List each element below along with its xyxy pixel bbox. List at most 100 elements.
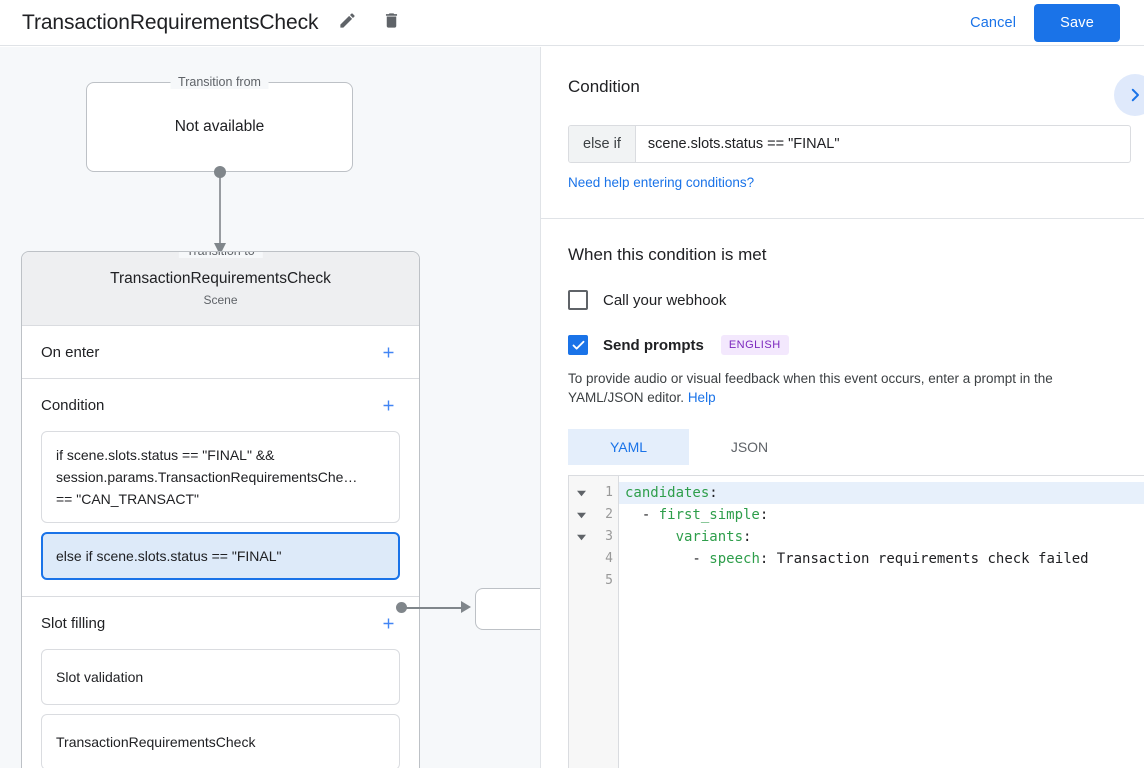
code-line: candidates: bbox=[619, 482, 1144, 504]
yaml-editor[interactable]: 1 2 3 4 5 candidates: - first_simple: va… bbox=[568, 475, 1144, 768]
code-indent bbox=[625, 529, 676, 545]
call-webhook-label: Call your webhook bbox=[603, 291, 727, 309]
code-indent: - bbox=[625, 507, 659, 523]
add-slot-filling-button[interactable] bbox=[376, 611, 400, 635]
line-number: 4 bbox=[605, 551, 613, 566]
slot-filling-chip[interactable]: TransactionRequirementsCheck bbox=[41, 714, 400, 768]
app-header: TransactionRequirementsCheck Cancel Save bbox=[0, 0, 1144, 46]
checkmark-icon bbox=[572, 340, 584, 350]
connector-line bbox=[405, 607, 463, 609]
section-label-condition: Condition bbox=[41, 396, 105, 414]
panel-divider-vertical bbox=[540, 47, 541, 768]
transition-to-legend: Transition to bbox=[178, 252, 263, 258]
delete-button[interactable] bbox=[376, 8, 406, 38]
code-value: Transaction requirements check failed bbox=[768, 551, 1089, 567]
section-label-on-enter: On enter bbox=[41, 343, 100, 361]
next-node-card[interactable] bbox=[475, 588, 540, 630]
language-badge: ENGLISH bbox=[720, 335, 789, 355]
slot-filling-chip-label: Slot validation bbox=[56, 669, 144, 685]
tab-yaml[interactable]: YAML bbox=[568, 429, 689, 465]
send-prompts-checkbox[interactable] bbox=[568, 335, 588, 355]
code-indent: - bbox=[625, 551, 710, 567]
code-line: variants: bbox=[619, 526, 1144, 548]
condition-chip-line: session.params.TransactionRequirementsCh… bbox=[56, 469, 358, 485]
line-number-gutter: 1 2 3 4 5 bbox=[593, 476, 619, 768]
code-punct: : bbox=[759, 551, 769, 567]
condition-input-row[interactable]: else if scene.slots.status == "FINAL" bbox=[568, 125, 1131, 163]
line-number: 3 bbox=[605, 529, 613, 544]
chevron-down-icon bbox=[576, 534, 586, 540]
code-punct: : bbox=[743, 529, 752, 545]
condition-help-link[interactable]: Need help entering conditions? bbox=[568, 175, 755, 190]
plus-icon bbox=[383, 618, 393, 628]
panel-section-divider bbox=[541, 218, 1144, 219]
send-prompts-row[interactable]: Send prompts ENGLISH bbox=[568, 335, 1117, 355]
code-line: - first_simple: bbox=[619, 504, 1144, 526]
slot-filling-chip[interactable]: Slot validation bbox=[41, 649, 400, 705]
chevron-down-icon bbox=[576, 490, 586, 496]
flow-canvas[interactable]: Transition from Not available Transition… bbox=[0, 47, 540, 768]
condition-chip[interactable]: if scene.slots.status == "FINAL" && sess… bbox=[41, 431, 400, 523]
send-prompts-label: Send prompts bbox=[603, 336, 704, 354]
condition-chip-line: else if scene.slots.status == "FINAL" bbox=[56, 548, 282, 564]
prompt-help-sentence: To provide audio or visual feedback when… bbox=[568, 371, 1053, 405]
panel-condition-title: Condition bbox=[568, 77, 640, 96]
fold-spacer bbox=[569, 548, 593, 570]
fold-toggle[interactable] bbox=[569, 504, 593, 526]
code-punct: : bbox=[759, 507, 769, 523]
code-line: - speech: Transaction requirements check… bbox=[619, 548, 1144, 570]
prompt-help-link[interactable]: Help bbox=[687, 390, 716, 405]
fold-toggle[interactable] bbox=[569, 526, 593, 548]
transition-to-subtitle: Scene bbox=[203, 293, 238, 307]
code-key: first_simple bbox=[658, 507, 760, 523]
edit-name-button[interactable] bbox=[332, 8, 362, 38]
code-line bbox=[619, 570, 1144, 592]
trash-icon bbox=[382, 11, 401, 35]
cancel-button[interactable]: Cancel bbox=[970, 14, 1017, 31]
panel-condition-section: Condition else if scene.slots.status == … bbox=[541, 47, 1144, 218]
fold-toggle[interactable] bbox=[569, 482, 593, 504]
chevron-down-icon bbox=[576, 512, 586, 518]
save-button[interactable]: Save bbox=[1034, 3, 1120, 42]
transition-from-card[interactable]: Transition from Not available bbox=[86, 75, 353, 172]
tab-json[interactable]: JSON bbox=[730, 439, 769, 455]
line-number: 2 bbox=[605, 507, 613, 522]
flow-arrow-icon bbox=[214, 166, 226, 255]
connector-arrow-icon bbox=[461, 601, 471, 613]
section-slot-filling: Slot filling Slot validation Transaction… bbox=[22, 597, 419, 768]
transition-from-value: Not available bbox=[174, 118, 265, 135]
condition-chip-selected[interactable]: else if scene.slots.status == "FINAL" bbox=[41, 532, 400, 580]
pencil-icon bbox=[338, 11, 357, 35]
editor-format-tabs: YAML JSON bbox=[568, 429, 1117, 465]
section-on-enter: On enter bbox=[22, 326, 419, 379]
transition-to-card[interactable]: Transition to TransactionRequirementsChe… bbox=[21, 251, 420, 768]
collapse-panel-button[interactable] bbox=[1114, 74, 1144, 116]
panel-when-met-title: When this condition is met bbox=[568, 245, 767, 264]
panel-when-met-section: When this condition is met Call your web… bbox=[541, 219, 1144, 465]
section-label-slot-filling: Slot filling bbox=[41, 614, 106, 632]
add-on-enter-button[interactable] bbox=[376, 340, 400, 364]
details-panel: Condition else if scene.slots.status == … bbox=[541, 47, 1144, 768]
fold-gutter bbox=[569, 476, 593, 768]
slot-filling-chip-label: TransactionRequirementsCheck bbox=[56, 734, 256, 750]
condition-expression-input[interactable]: scene.slots.status == "FINAL" bbox=[647, 136, 840, 152]
line-number: 5 bbox=[605, 573, 613, 588]
code-key: variants bbox=[675, 529, 744, 545]
page-title: TransactionRequirementsCheck bbox=[22, 10, 319, 34]
code-text-area[interactable]: candidates: - first_simple: variants: - … bbox=[619, 476, 1144, 768]
condition-chip-line: == "CAN_TRANSACT" bbox=[56, 491, 199, 507]
section-condition: Condition if scene.slots.status == "FINA… bbox=[22, 379, 419, 597]
call-webhook-checkbox[interactable] bbox=[568, 290, 588, 310]
prompt-help-text: To provide audio or visual feedback when… bbox=[568, 369, 1128, 407]
condition-prefix-label: else if bbox=[569, 126, 636, 162]
code-key: speech bbox=[709, 551, 760, 567]
add-condition-button[interactable] bbox=[376, 393, 400, 417]
code-key: candidates bbox=[625, 485, 710, 501]
transition-to-header: TransactionRequirementsCheck Scene bbox=[22, 252, 419, 326]
line-number: 1 bbox=[605, 485, 613, 500]
plus-icon bbox=[383, 347, 393, 357]
webhook-row[interactable]: Call your webhook bbox=[568, 290, 1117, 310]
condition-chip-line: if scene.slots.status == "FINAL" && bbox=[56, 447, 275, 463]
transition-from-legend: Transition from bbox=[170, 75, 269, 89]
code-punct: : bbox=[709, 485, 718, 501]
